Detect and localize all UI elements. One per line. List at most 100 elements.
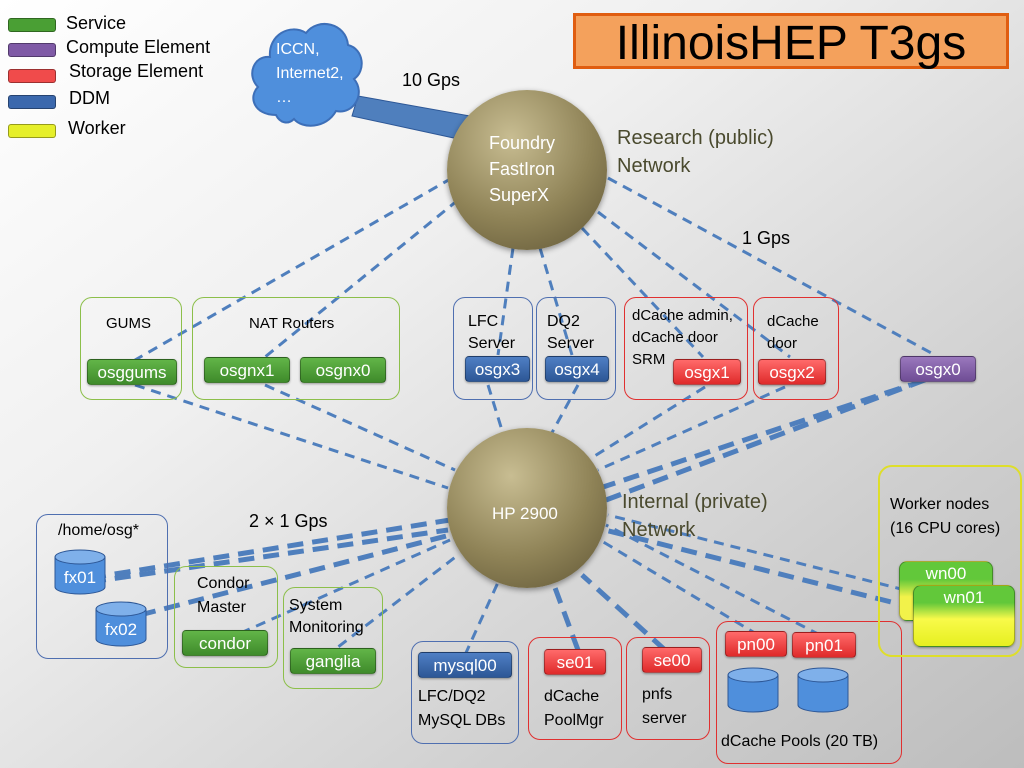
link-hp-se01: [551, 584, 581, 651]
link-foundry-osgx4: [538, 247, 574, 356]
mysql-group: [411, 641, 519, 744]
mysql-label: LFC/DQ2 MySQL DBs: [418, 688, 506, 729]
foundry-router-label: Foundry FastIron SuperX: [489, 133, 556, 205]
uplink-10gps: [351, 95, 471, 141]
link-hp-ganglia: [324, 553, 459, 659]
lfc-label: LFC Server: [468, 313, 516, 352]
research-network-label: Research (public) Network: [617, 127, 774, 177]
link-hp-pn00: [599, 538, 759, 637]
fx02-label[interactable]: fx02: [104, 620, 138, 639]
monitoring-group: [283, 587, 383, 689]
link-hp-osggums: [134, 383, 449, 490]
link-foundry-osgx0: [607, 176, 936, 357]
fx01-label[interactable]: fx01: [63, 568, 97, 587]
condor-node[interactable]: condor: [182, 630, 268, 656]
fx02-disk-icon: [95, 601, 147, 647]
pn00-disk-icon: [727, 667, 779, 713]
osgnx1-node[interactable]: osgnx1: [204, 357, 290, 383]
worker-nodes-label: Worker nodes (16 CPU cores): [890, 496, 1001, 537]
link-hp-condor: [224, 538, 451, 642]
pn01-disk-icon: [797, 667, 849, 713]
monitoring-label: System Monitoring: [289, 597, 364, 636]
link-hp-fx02: [139, 532, 451, 618]
legend-label-compute-element: Compute Element: [66, 37, 211, 57]
link-hp-wn01-a: [604, 527, 916, 611]
osgx3-node[interactable]: osgx3: [465, 356, 530, 382]
legend-label-ddm: DDM: [69, 88, 110, 108]
dq2-label: DQ2 Server: [547, 313, 595, 352]
title-banner: IllinoisHEP T3gs: [573, 13, 1009, 70]
se00-group: [626, 637, 710, 740]
link-hp-osgx0-a: [599, 382, 911, 491]
se00-node[interactable]: se00: [642, 647, 702, 673]
dcache-door-label: dCache door: [767, 313, 819, 352]
legend-swatch-ddm: [8, 95, 56, 109]
se01-group: [528, 637, 622, 740]
link-hp-osgx2: [597, 385, 786, 472]
se00-label: pnfs server: [642, 686, 687, 727]
link-hp-pn01: [605, 523, 821, 637]
wn01-node[interactable]: wn01: [913, 585, 1015, 647]
link-hp-fx01-b: [89, 527, 449, 585]
legend-label-worker: Worker: [68, 118, 126, 138]
dcache-door-group: [753, 297, 839, 400]
osgx4-node[interactable]: osgx4: [545, 356, 609, 382]
legend-label-storage-element: Storage Element: [69, 61, 204, 81]
link-hp-osgx4: [546, 384, 580, 441]
uplink-label: 10 Gps: [402, 70, 461, 90]
link-hp-osgx0-b: [605, 375, 931, 503]
home-osg-label: /home/osg*: [58, 522, 139, 539]
osgnx0-node[interactable]: osgnx0: [300, 357, 386, 383]
link-foundry-osgx2: [597, 210, 791, 359]
link-hp-fx01-a: [89, 517, 451, 581]
internal-network-label: Internal (private) Network: [622, 491, 768, 541]
pn00-node[interactable]: pn00: [725, 631, 787, 657]
se01-label: dCache PoolMgr: [544, 688, 604, 729]
osgx1-node[interactable]: osgx1: [673, 359, 741, 385]
hp-switch-label: HP 2900: [492, 504, 558, 523]
gums-group: [80, 297, 182, 400]
link-hp-se00: [580, 573, 667, 652]
lfc-group: [453, 297, 533, 400]
link-foundry-osgx3: [496, 247, 515, 356]
condor-label: Condor Master: [197, 575, 250, 616]
hp-switch: [447, 428, 607, 588]
home-osg-group: [36, 514, 168, 659]
cloud-icon: [251, 23, 363, 127]
condor-group: [174, 566, 278, 668]
legend-swatch-worker: [8, 124, 56, 138]
osgx0-node[interactable]: osgx0: [900, 356, 976, 382]
fx01-disk-icon: [54, 549, 106, 595]
dcache-admin-label: dCache admin, dCache door SRM: [632, 307, 733, 368]
link-foundry-osgx1: [580, 226, 705, 359]
dcache-pools-group: [716, 621, 902, 764]
ganglia-node[interactable]: ganglia: [290, 648, 376, 674]
legend-swatch-compute-element: [8, 43, 56, 57]
dcache-admin-group: [624, 297, 748, 400]
pn01-node[interactable]: pn01: [792, 632, 856, 658]
fileserver-link-label: 2 × 1 Gps: [249, 511, 328, 531]
page-title: IllinoisHEP T3gs: [615, 17, 967, 70]
nat-routers-label: NAT Routers: [249, 315, 335, 332]
worker-nodes-group: [878, 465, 1022, 657]
cloud-label: ICCN, Internet2, …: [276, 41, 344, 106]
public-link-label: 1 Gps: [742, 228, 791, 248]
osggums-node[interactable]: osggums: [87, 359, 177, 385]
link-hp-mysql00: [463, 577, 502, 656]
link-hp-osgx3: [486, 384, 507, 441]
gums-label: GUMS: [106, 315, 151, 332]
dq2-group: [536, 297, 616, 400]
legend-swatch-storage-element: [8, 69, 56, 83]
foundry-router: [447, 90, 607, 250]
legend-swatch-service: [8, 18, 56, 32]
se01-node[interactable]: se01: [544, 649, 606, 675]
dcache-pools-label: dCache Pools (20 TB): [721, 733, 879, 750]
nat-routers-group: [192, 297, 400, 400]
legend-label-service: Service: [66, 13, 127, 33]
link-hp-wn00: [607, 513, 906, 592]
osgx2-node[interactable]: osgx2: [758, 359, 826, 385]
mysql00-node[interactable]: mysql00: [418, 652, 512, 678]
link-foundry-osggums: [134, 176, 453, 362]
link-foundry-osgnx: [264, 198, 459, 359]
